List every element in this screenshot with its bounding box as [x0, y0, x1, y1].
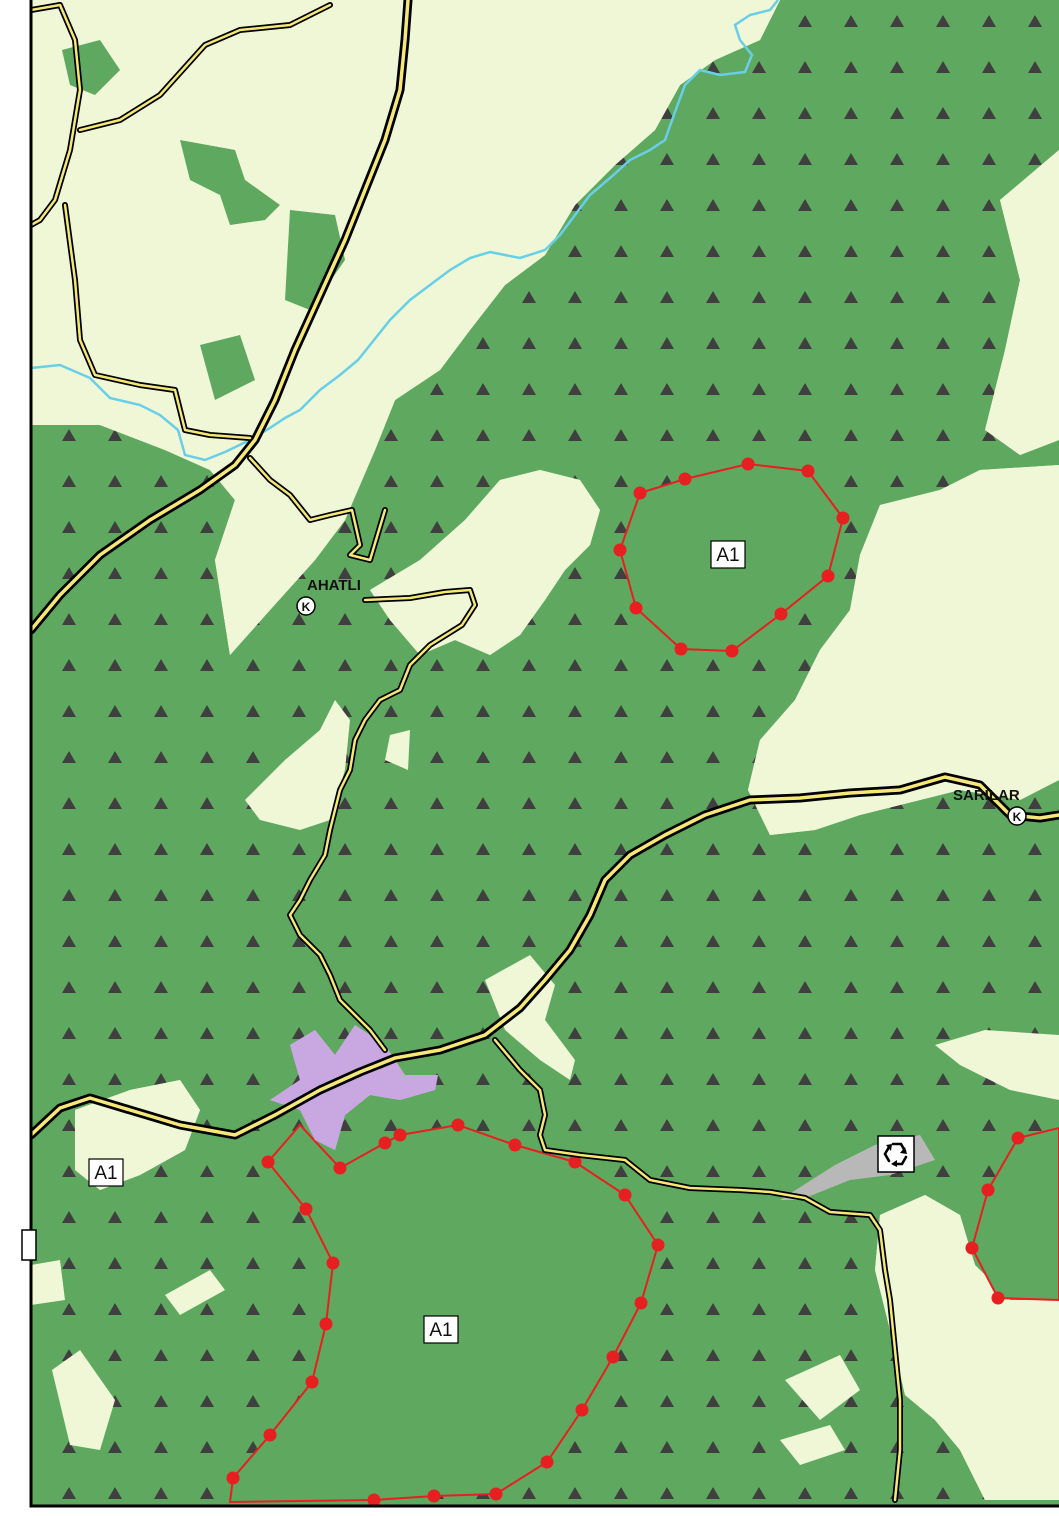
boundary-marker	[263, 1428, 277, 1442]
boundary-marker	[821, 569, 835, 583]
map-border	[29, 0, 1059, 1508]
boundary-marker	[333, 1161, 347, 1175]
map-edge-label-box	[21, 1229, 37, 1261]
village-marker-icon	[296, 596, 316, 616]
zone-label-text: A1	[429, 1320, 452, 1341]
recycle-icon[interactable]	[877, 1135, 915, 1173]
boundary-marker	[226, 1471, 240, 1485]
boundary-marker	[299, 1202, 313, 1216]
boundary-marker	[725, 644, 739, 658]
boundary-marker	[568, 1155, 582, 1169]
boundary-marker	[378, 1136, 392, 1150]
boundary-marker	[540, 1455, 554, 1469]
boundary-marker	[427, 1489, 441, 1503]
boundary-marker	[634, 1296, 648, 1310]
village-marker-letter: K	[302, 600, 311, 614]
place-ahatli[interactable]: AHATLI K	[296, 577, 361, 616]
boundary-marker	[613, 543, 627, 557]
boundary-marker	[633, 486, 647, 500]
zone-label-text: A1	[716, 545, 739, 566]
boundary-marker	[367, 1493, 381, 1506]
boundary-marker	[836, 511, 850, 525]
boundary-marker	[774, 607, 788, 621]
boundary-marker	[965, 1241, 979, 1255]
zone-label-text: A1	[94, 1163, 117, 1184]
boundary-marker	[508, 1138, 522, 1152]
place-sarilar[interactable]: SARILAR K	[953, 787, 1027, 826]
place-name: SARILAR	[953, 787, 1020, 804]
boundary-marker	[678, 472, 692, 486]
boundary-marker	[319, 1317, 333, 1331]
boundary-marker	[1011, 1131, 1025, 1145]
settlement-area	[270, 1025, 438, 1150]
boundary-marker	[575, 1403, 589, 1417]
boundary-marker	[801, 464, 815, 478]
zone-label-south[interactable]: A1	[423, 1315, 459, 1344]
place-name: AHATLI	[307, 577, 361, 594]
boundary-marker	[451, 1118, 465, 1132]
boundary-marker	[326, 1256, 340, 1270]
zone-label-north[interactable]: A1	[710, 540, 746, 569]
boundary-marker	[629, 601, 643, 615]
village-marker-icon	[1007, 806, 1027, 826]
boundary-marker	[674, 642, 688, 656]
boundary-marker	[981, 1183, 995, 1197]
boundary-marker	[489, 1487, 503, 1501]
zone-label-west[interactable]: A1	[88, 1158, 124, 1187]
boundary-marker	[741, 457, 755, 471]
boundary-marker	[393, 1128, 407, 1142]
stream	[31, 0, 779, 462]
boundary-marker	[606, 1350, 620, 1364]
agricultural-areas	[31, 150, 1059, 1500]
boundary-marker	[261, 1155, 275, 1169]
boundary-marker	[618, 1188, 632, 1202]
boundary-marker	[651, 1238, 665, 1252]
boundary-marker	[305, 1375, 319, 1389]
village-marker-letter: K	[1013, 810, 1022, 824]
boundary-marker	[991, 1291, 1005, 1305]
